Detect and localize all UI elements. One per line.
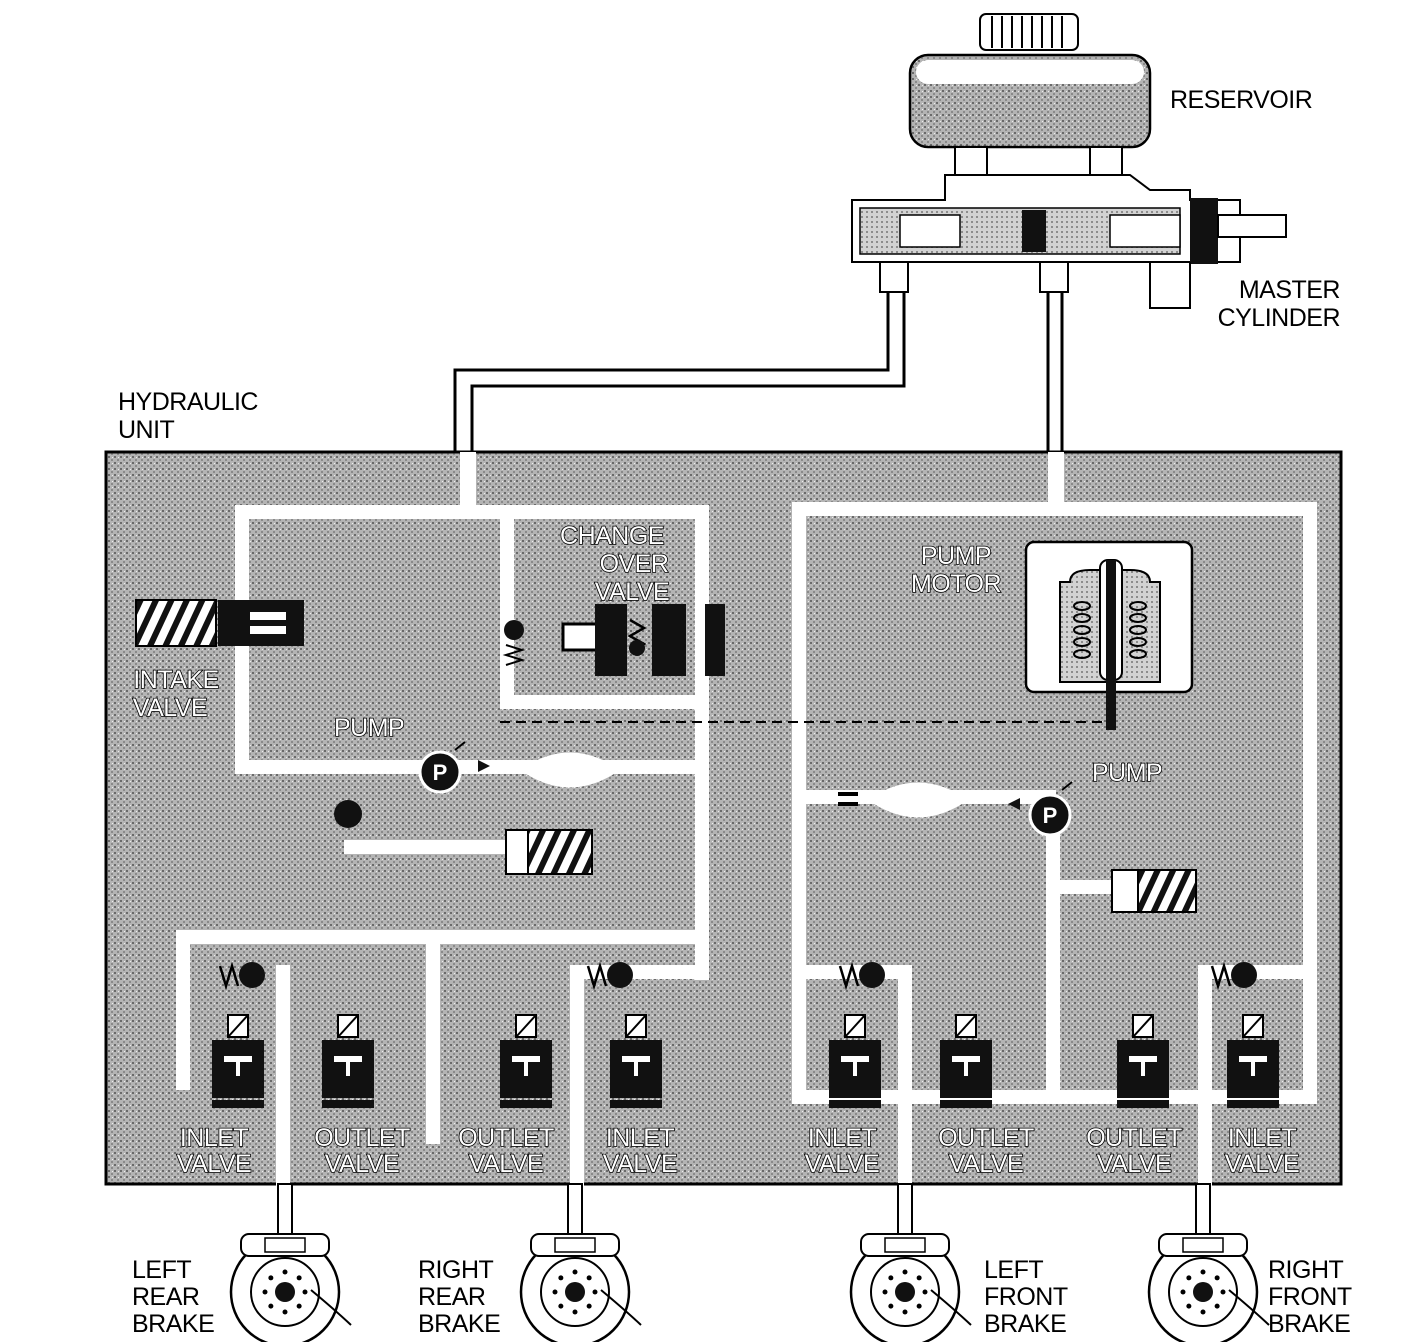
- valve-7: [1117, 1014, 1169, 1108]
- brake-lines: [453, 292, 1064, 452]
- valve-row: [212, 961, 1279, 1108]
- label-pump-right: PUMP: [1091, 758, 1163, 788]
- valve-label-line: OUTLET: [938, 1124, 1034, 1152]
- valve-5: [829, 961, 885, 1108]
- valve-label-line: INLET: [1228, 1124, 1297, 1152]
- brake-labels: LEFTREARBRAKERIGHTREARBRAKELEFTFRONTBRAK…: [132, 1256, 1352, 1338]
- valve-label-line: VALVE: [805, 1150, 879, 1178]
- svg-text:CHANGE: CHANGE: [560, 522, 664, 550]
- brake-label-line: RIGHT: [1268, 1256, 1344, 1284]
- svg-text:PUMP: PUMP: [334, 714, 404, 742]
- brake-label-line: BRAKE: [984, 1310, 1066, 1338]
- brake-3: [849, 1183, 972, 1342]
- svg-text:MOTOR: MOTOR: [911, 570, 1001, 598]
- pump-right: P: [838, 781, 1073, 837]
- svg-text:OVER: OVER: [600, 550, 669, 578]
- svg-text:PUMP: PUMP: [1092, 759, 1162, 787]
- label-hydraulic-unit: HYDRAULIC UNIT: [118, 388, 259, 444]
- check-ball: [859, 962, 885, 988]
- brake-label-line: BRAKE: [1268, 1310, 1350, 1338]
- svg-text:VALVE: VALVE: [595, 578, 669, 606]
- label-master-cylinder: MASTER CYLINDER: [1218, 276, 1341, 332]
- brake-label-line: BRAKE: [418, 1310, 500, 1338]
- brake-label-line: REAR: [132, 1283, 199, 1311]
- pump-right-symbol: P: [1043, 803, 1058, 828]
- valve-2: [322, 1014, 374, 1108]
- brake-label-line: BRAKE: [132, 1310, 214, 1338]
- svg-text:PUMP: PUMP: [921, 542, 991, 570]
- brake-label-line: RIGHT: [418, 1256, 494, 1284]
- svg-text:MASTER: MASTER: [1239, 276, 1340, 304]
- valve-label-line: INLET: [180, 1124, 249, 1152]
- svg-text:VALVE: VALVE: [133, 694, 207, 722]
- valve-label-line: OUTLET: [314, 1124, 410, 1152]
- svg-text:INTAKE: INTAKE: [133, 666, 218, 694]
- brake-label-line: LEFT: [132, 1256, 191, 1284]
- brake-1: [229, 1183, 352, 1342]
- brake-4: [1147, 1183, 1270, 1342]
- valve-6: [940, 1014, 992, 1108]
- brake-label-line: REAR: [418, 1283, 485, 1311]
- valve-label-line: VALVE: [177, 1150, 251, 1178]
- valve-label-line: VALVE: [469, 1150, 543, 1178]
- label-pump-motor: PUMP MOTOR: [910, 541, 1002, 599]
- check-ball: [239, 962, 265, 988]
- valve-label-line: OUTLET: [458, 1124, 554, 1152]
- brake-label-line: LEFT: [984, 1256, 1043, 1284]
- brake-label-line: FRONT: [984, 1283, 1068, 1311]
- check-ball: [1231, 962, 1257, 988]
- svg-text:RESERVOIR: RESERVOIR: [1170, 86, 1312, 114]
- reservoir-cap: [979, 13, 1079, 51]
- reservoir: [908, 13, 1152, 176]
- valve-3: [500, 1014, 552, 1108]
- valve-4: [586, 961, 662, 1108]
- valve-label-line: INLET: [606, 1124, 675, 1152]
- change-over-valve: [502, 604, 725, 676]
- hydraulic-unit: P P: [104, 450, 1343, 1195]
- valve-label-line: VALVE: [949, 1150, 1023, 1178]
- valve-label-line: INLET: [808, 1124, 877, 1152]
- pump-left: P: [418, 741, 620, 794]
- valve-8: [1210, 961, 1279, 1108]
- check-ball: [334, 800, 362, 828]
- intake-valve: [135, 599, 304, 647]
- pump-motor: [1024, 540, 1194, 730]
- brake-row: [229, 1183, 1270, 1342]
- label-change-over-valve: CHANGE OVER VALVE: [559, 521, 670, 607]
- valve-label-line: VALVE: [1097, 1150, 1171, 1178]
- svg-text:UNIT: UNIT: [118, 416, 175, 444]
- pump-left-symbol: P: [433, 760, 448, 785]
- valve-label-line: VALVE: [603, 1150, 677, 1178]
- check-ball: [607, 962, 633, 988]
- master-cylinder: [851, 174, 1287, 309]
- svg-text:CYLINDER: CYLINDER: [1218, 304, 1340, 332]
- valve-1: [212, 961, 265, 1108]
- brake-2: [519, 1183, 642, 1342]
- valve-label-line: VALVE: [325, 1150, 399, 1178]
- valve-label-line: VALVE: [1225, 1150, 1299, 1178]
- valve-labels: INLETVALVEOUTLETVALVEOUTLETVALVEINLETVAL…: [176, 1123, 1301, 1179]
- label-intake-valve: INTAKE VALVE: [132, 665, 220, 723]
- svg-text:HYDRAULIC: HYDRAULIC: [118, 388, 258, 416]
- valve-label-line: OUTLET: [1086, 1124, 1182, 1152]
- brake-label-line: FRONT: [1268, 1283, 1352, 1311]
- label-pump-left: PUMP: [333, 713, 405, 743]
- label-reservoir: RESERVOIR: [1170, 86, 1313, 114]
